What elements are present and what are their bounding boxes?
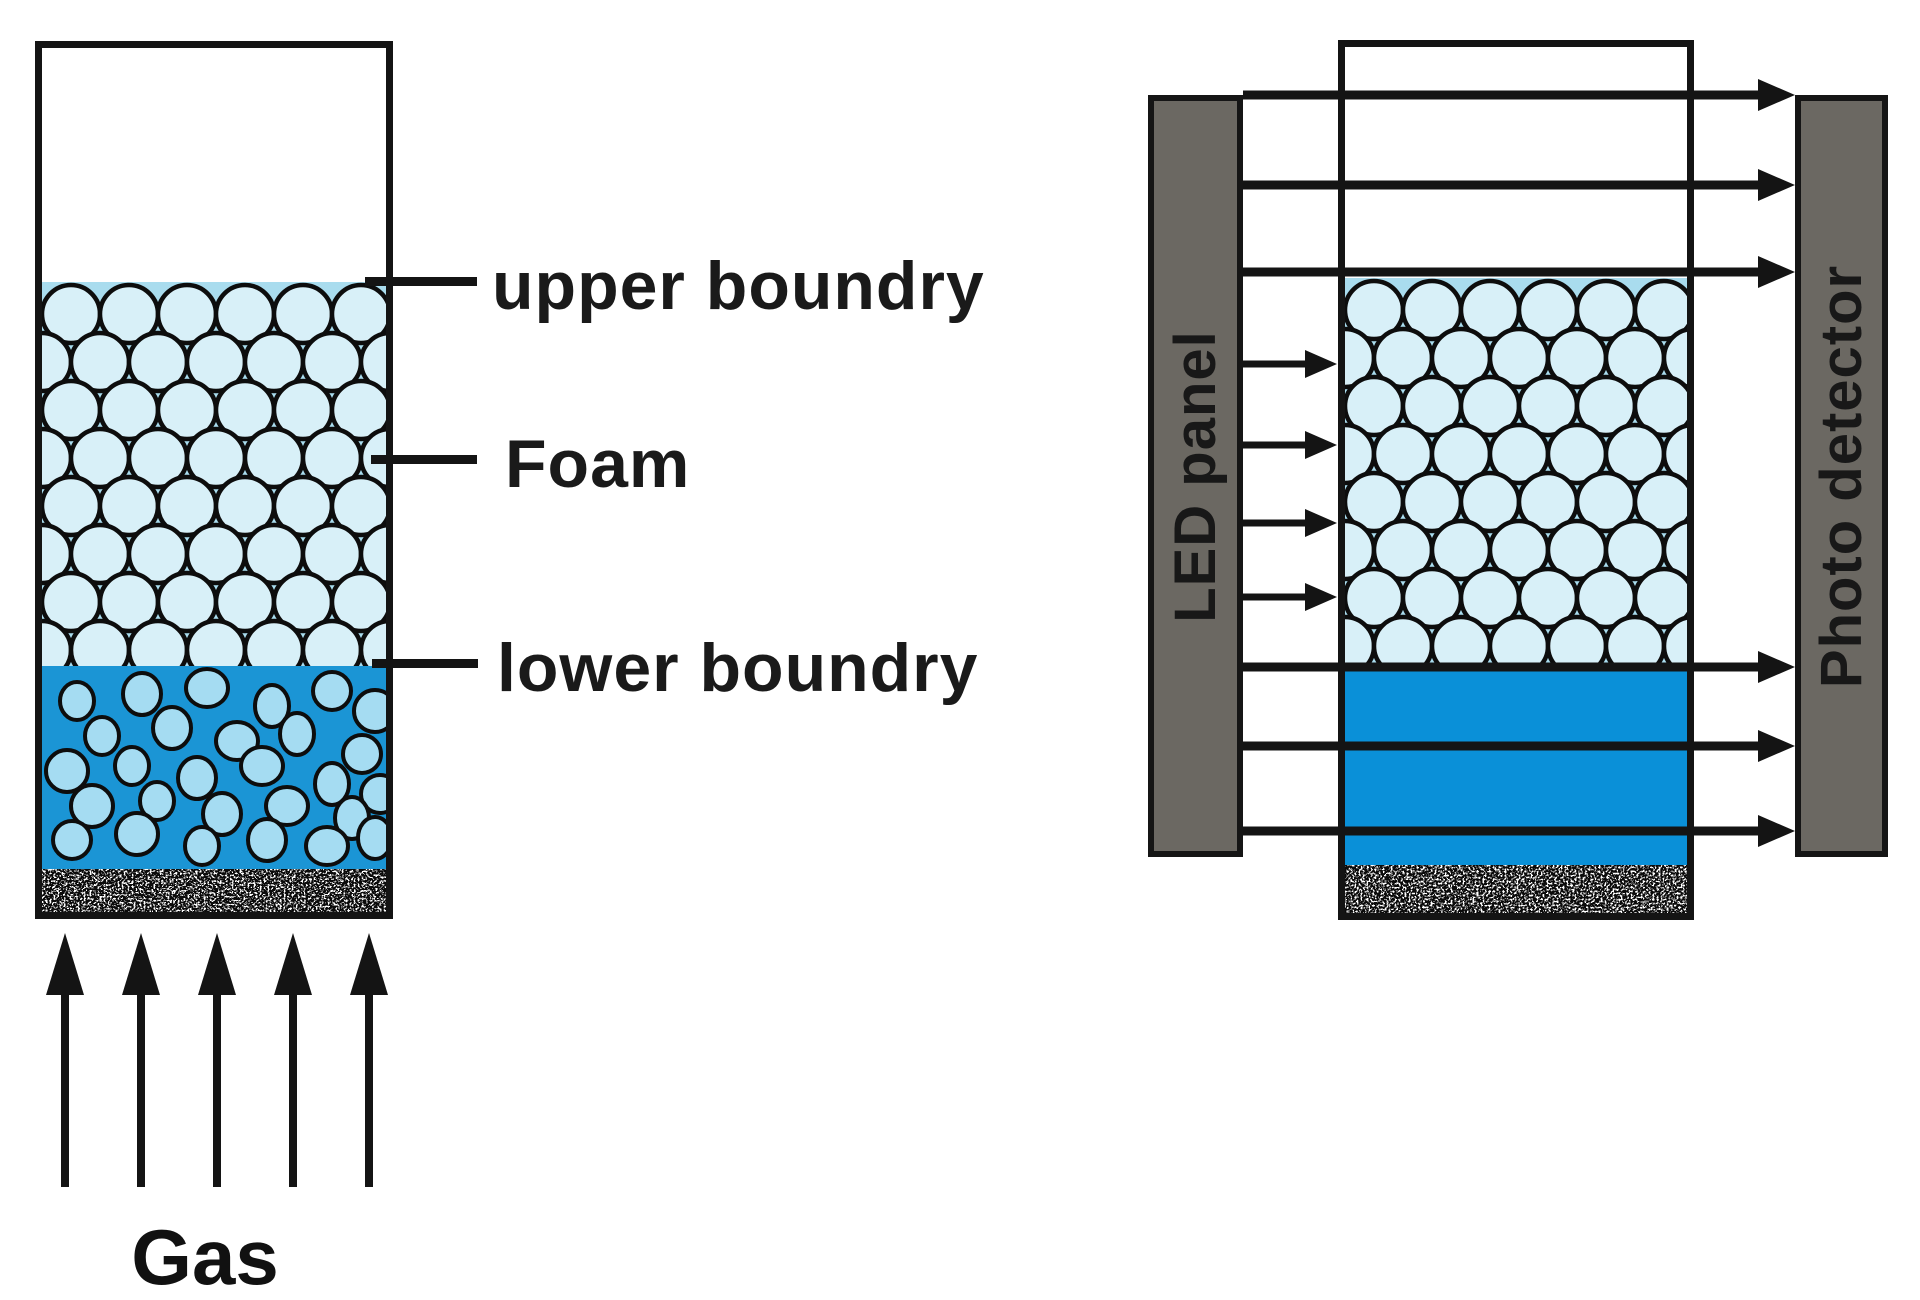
light-beam-arrows bbox=[1243, 79, 1795, 847]
frit-right bbox=[1345, 865, 1687, 913]
foam-leader-line bbox=[371, 455, 477, 464]
headspace-left bbox=[42, 48, 386, 282]
upper-boundary-leader-line bbox=[365, 277, 477, 286]
gas-inflow-arrows bbox=[46, 933, 388, 1187]
foam-layer-right bbox=[1345, 278, 1687, 667]
foam-layer-left bbox=[42, 282, 386, 666]
photo-detector-label: Photo detector bbox=[1809, 264, 1875, 688]
lower-boundary-label: lower boundry bbox=[497, 630, 979, 706]
foam-bubbles-left bbox=[42, 282, 386, 666]
foam-label: Foam bbox=[505, 426, 691, 502]
led-panel-bar: LED panel bbox=[1148, 95, 1243, 857]
gas-label: Gas bbox=[131, 1213, 279, 1300]
measured-column bbox=[1338, 40, 1694, 920]
photo-detector-bar: Photo detector bbox=[1795, 95, 1888, 857]
gas-sparged-column bbox=[35, 41, 393, 919]
lower-boundary-leader-line bbox=[372, 659, 478, 668]
foam-bubbles-right bbox=[1345, 278, 1687, 667]
frit-texture-left bbox=[42, 869, 386, 912]
upper-boundary-label: upper boundry bbox=[492, 248, 985, 324]
liquid-bubbles-left bbox=[44, 667, 386, 867]
frit-left bbox=[42, 869, 386, 912]
led-panel-label: LED panel bbox=[1163, 329, 1229, 623]
headspace-right bbox=[1345, 47, 1687, 278]
frit-texture-right bbox=[1345, 865, 1687, 913]
liquid-layer-left bbox=[42, 666, 386, 869]
